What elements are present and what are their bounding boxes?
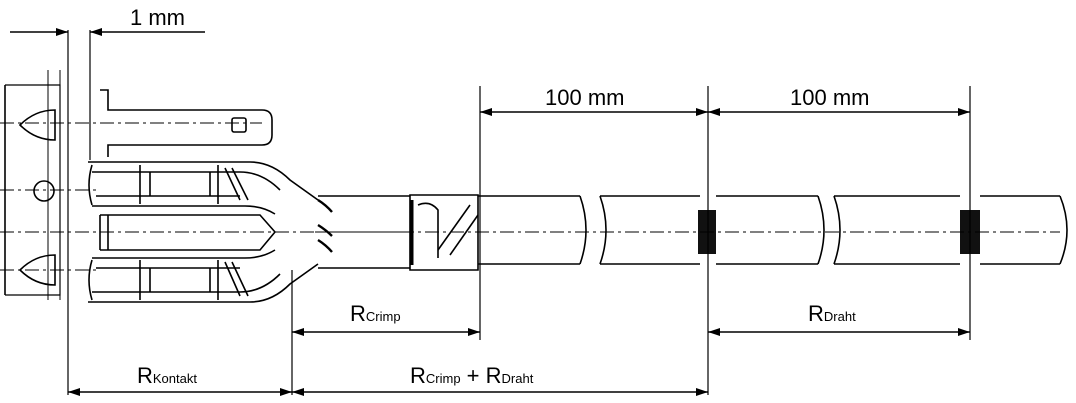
tab-contact-body	[88, 89, 319, 303]
wire-segment-1	[478, 195, 700, 265]
r-sum-plus: +	[460, 363, 486, 388]
wire-segment-3	[980, 195, 1068, 265]
dim-label-100mm-right: 100 mm	[790, 85, 870, 110]
label-r-kontakt: RKontakt	[137, 365, 197, 387]
dimension-lines	[10, 28, 970, 396]
r-sum-sub1: Crimp	[425, 371, 461, 386]
r-sum-main2: R	[485, 363, 502, 388]
r-draht-sub: Draht	[823, 309, 856, 324]
r-kontakt-sub: Kontakt	[152, 371, 197, 386]
r-crimp-sub: Crimp	[365, 309, 401, 324]
dim-label-100mm-left: 100 mm	[545, 85, 625, 110]
r-kontakt-main: R	[137, 363, 153, 388]
contact-strip-carrier	[4, 70, 61, 300]
r-draht-main: R	[808, 301, 824, 326]
dim-label-1mm: 1 mm	[130, 5, 185, 30]
r-crimp-main: R	[350, 301, 366, 326]
centerlines	[0, 122, 1060, 271]
r-sum-sub2: Draht	[501, 371, 534, 386]
r-sum-main1: R	[410, 363, 426, 388]
label-r-sum: RCrimp + RDraht	[410, 365, 533, 387]
label-r-crimp: RCrimp	[350, 303, 401, 325]
wire-segment-2	[716, 195, 960, 265]
label-r-draht: RDraht	[808, 303, 856, 325]
